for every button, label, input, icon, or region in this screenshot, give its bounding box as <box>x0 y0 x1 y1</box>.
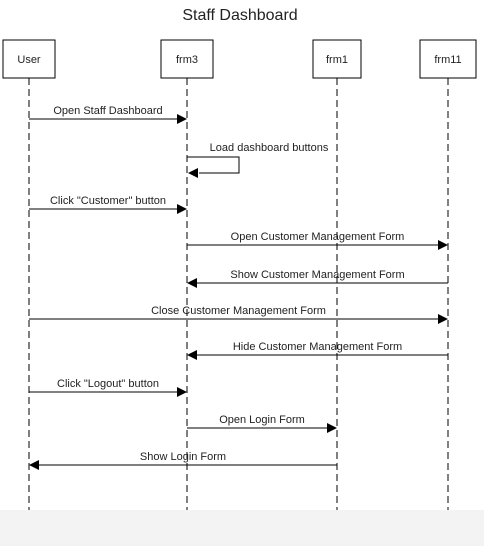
message-1: Open Staff Dashboard <box>29 105 187 124</box>
participant-box-frm1 <box>312 39 362 79</box>
message-label: Show Login Form <box>140 451 226 463</box>
message-line <box>187 156 240 174</box>
participant-box-user <box>2 39 56 79</box>
diagram-title: Staff Dashboard <box>182 7 297 24</box>
participant-label-frm3: frm3 <box>176 54 198 66</box>
arrowhead <box>177 114 187 124</box>
arrowhead <box>327 423 337 433</box>
arrowhead <box>187 350 197 360</box>
participant-box-frm3 <box>160 39 214 79</box>
message-10: Show Login Form <box>29 451 337 470</box>
participant-frm3: frm3 <box>160 39 214 79</box>
arrowhead <box>177 387 187 397</box>
participant-frm11: frm11 <box>419 39 477 79</box>
message-7: Hide Customer Management Form <box>187 341 448 360</box>
message-label: Load dashboard buttons <box>210 142 329 154</box>
participant-box-frm11 <box>419 39 477 79</box>
message-label: Open Login Form <box>219 414 305 426</box>
message-6: Close Customer Management Form <box>29 305 448 324</box>
message-3: Click "Customer" button <box>29 195 187 214</box>
participant-user: User <box>2 39 56 79</box>
participant-label-user: User <box>17 54 41 66</box>
message-2: Load dashboard buttons <box>187 142 329 178</box>
message-label: Hide Customer Management Form <box>233 341 402 353</box>
message-label: Close Customer Management Form <box>151 305 326 317</box>
participant-label-frm11: frm11 <box>434 54 461 66</box>
participant-label-frm1: frm1 <box>326 54 348 66</box>
sequence-diagram: Staff Dashboard User frm3 frm1 frm11 Open S… <box>2 7 477 510</box>
message-label: Click "Customer" button <box>50 195 166 207</box>
arrowhead <box>438 314 448 324</box>
arrowhead <box>188 168 198 178</box>
message-label: Open Staff Dashboard <box>53 105 162 117</box>
message-label: Show Customer Management Form <box>230 269 404 281</box>
arrowhead <box>29 460 39 470</box>
message-label: Click "Logout" button <box>57 378 159 390</box>
message-4: Open Customer Management Form <box>187 231 448 250</box>
message-8: Click "Logout" button <box>29 378 187 397</box>
arrowhead <box>438 240 448 250</box>
arrowhead <box>187 278 197 288</box>
message-9: Open Login Form <box>187 414 337 433</box>
message-label: Open Customer Management Form <box>231 231 405 243</box>
diagram-canvas: Staff Dashboard User frm3 frm1 frm11 Open S… <box>0 0 484 510</box>
arrowhead <box>177 204 187 214</box>
participant-frm1: frm1 <box>312 39 362 79</box>
message-5: Show Customer Management Form <box>187 269 448 288</box>
